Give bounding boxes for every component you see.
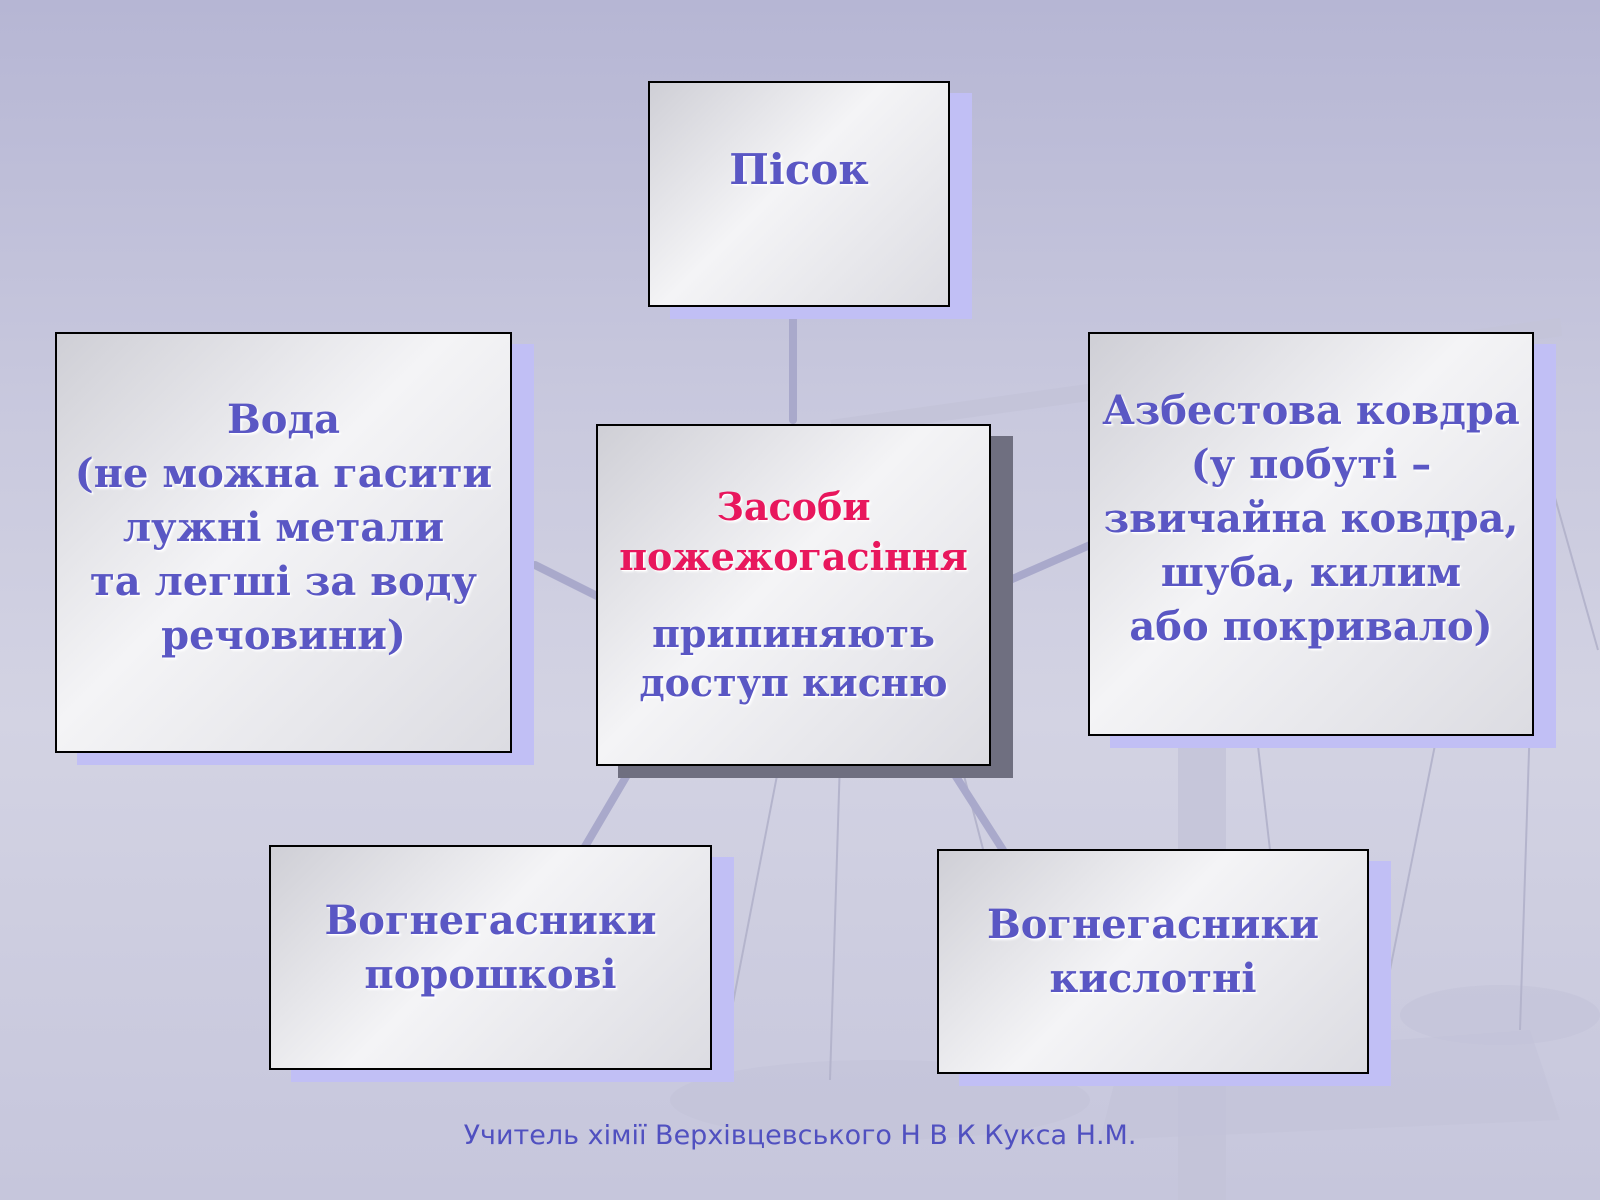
connector-to-blanket xyxy=(1006,541,1094,584)
node-powder-line: порошкові xyxy=(364,950,617,998)
node-blanket-line: Азбестова ковдра xyxy=(1102,387,1520,434)
node-blanket-line: (у побуті – xyxy=(1190,441,1432,488)
node-water-line: речовини) xyxy=(161,611,406,659)
node-powder-line: Вогнегасники xyxy=(324,896,657,944)
node-water: Вода (не можна гасити лужні метали та ле… xyxy=(55,332,512,753)
node-blanket-line: шуба, килим xyxy=(1160,549,1462,596)
node-sand-line: Пісок xyxy=(729,145,869,194)
footer-author: Учитель хімії Верхівцевського Н В К Кукс… xyxy=(463,1120,1137,1151)
node-water-line: Вода xyxy=(226,395,341,443)
node-water-line: лужні метали xyxy=(122,503,445,551)
node-water-line: (не можна гасити xyxy=(74,449,493,497)
center-body-line: припиняють xyxy=(652,611,935,656)
center-title: Засоби пожежогасіння xyxy=(619,482,968,581)
center-body: припиняють доступ кисню xyxy=(639,609,947,708)
node-powder: Вогнегасники порошкові xyxy=(269,845,712,1070)
connector-to-acid xyxy=(951,771,1007,854)
node-water-line: та легші за воду xyxy=(89,557,477,605)
connector-to-powder xyxy=(579,766,634,854)
node-acid-line: Вогнегасники xyxy=(986,900,1319,948)
node-blanket-line: звичайна ковдра, xyxy=(1103,495,1519,542)
node-acid-line: кислотні xyxy=(1049,954,1257,1002)
node-center: Засоби пожежогасіння припиняють доступ к… xyxy=(596,424,991,766)
node-blanket-line: або покривало) xyxy=(1129,603,1493,650)
node-blanket: Азбестова ковдра (у побуті – звичайна ко… xyxy=(1088,332,1534,736)
node-acid: Вогнегасники кислотні xyxy=(937,849,1369,1074)
center-body-line: доступ кисню xyxy=(639,660,948,706)
connector-to-water xyxy=(531,561,609,604)
node-sand: Пісок xyxy=(648,81,950,307)
center-title-line: пожежогасіння xyxy=(619,533,968,579)
center-title-line: Засоби xyxy=(716,484,871,530)
